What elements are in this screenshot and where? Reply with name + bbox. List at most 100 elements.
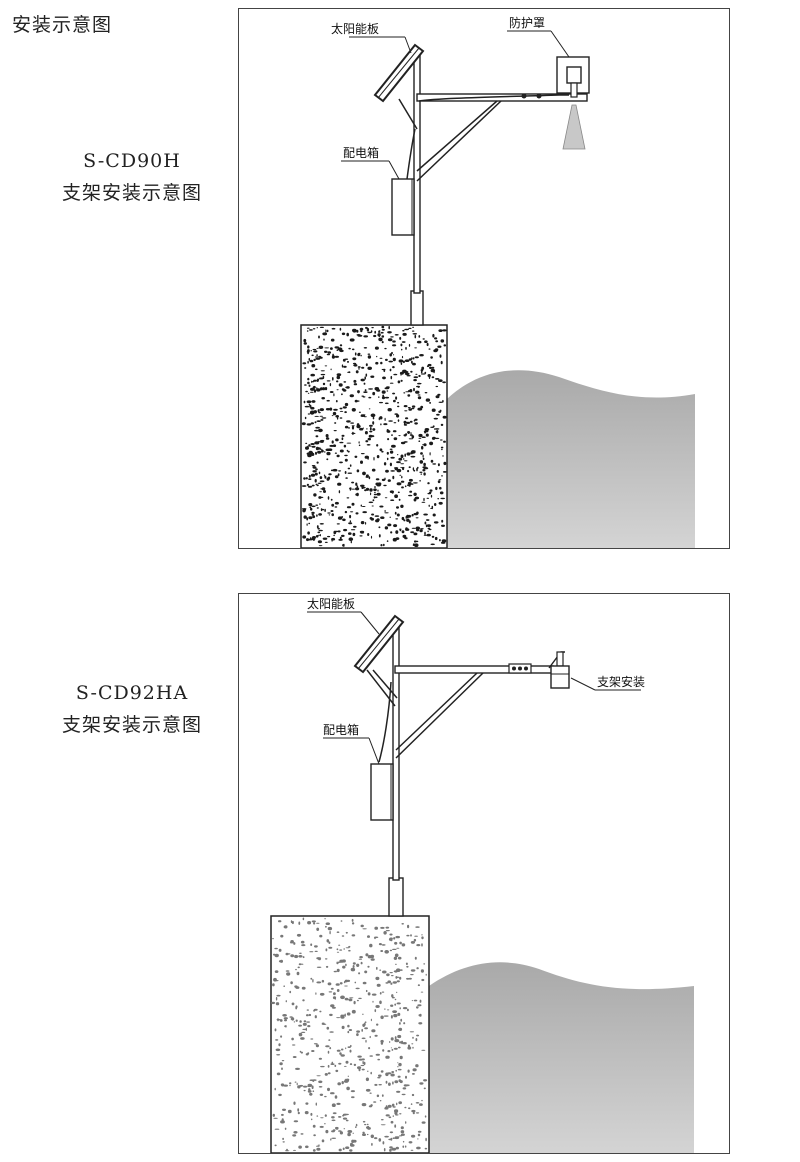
concrete-speck [424,1147,428,1150]
concrete-speck [368,434,373,438]
concrete-speck [421,501,426,503]
concrete-speck [307,1085,312,1088]
concrete-speck [305,442,308,444]
diagram2-panel: 太阳能板 配电箱 支架安装 [238,593,730,1154]
concrete-speck [336,951,340,953]
concrete-speck [412,1036,414,1039]
concrete-speck [313,539,315,541]
concrete-speck [350,1144,355,1147]
concrete-speck [349,1049,352,1053]
concrete-speck [390,456,395,459]
concrete-speck [411,483,414,485]
concrete-speck [418,1022,423,1025]
concrete-speck [389,937,393,940]
concrete-speck [353,1000,356,1005]
concrete-speck [357,366,361,368]
distribution-box [391,178,415,236]
concrete-speck [401,943,406,947]
concrete-speck [344,510,348,514]
concrete-speck [424,531,426,536]
concrete-speck [387,408,392,412]
concrete-speck [372,1000,374,1003]
radar-beam [562,104,586,150]
concrete-speck [387,1104,392,1108]
concrete-speck [331,1116,335,1119]
concrete-speck [367,366,372,370]
concrete-speck [422,454,424,458]
concrete-speck [353,525,357,528]
concrete-speck [274,1128,280,1130]
concrete-speck [314,356,319,358]
concrete-speck [307,1025,311,1028]
concrete-speck [306,327,310,329]
concrete-speck [396,991,398,994]
concrete-speck [388,1082,391,1086]
concrete-speck [421,1049,426,1051]
concrete-speck [356,424,361,429]
concrete-speck [312,1124,316,1128]
concrete-speck [303,400,306,404]
concrete-speck [414,334,417,339]
diagram2-description: 支架安装示意图 [61,714,202,736]
concrete-speck [358,411,361,413]
concrete-speck [327,448,333,452]
concrete-speck [394,953,399,958]
concrete-speck [352,362,357,365]
concrete-speck [369,517,373,520]
concrete-speck [433,417,438,420]
concrete-speck [373,1101,377,1103]
concrete-speck [370,330,373,333]
concrete-speck [423,443,427,447]
concrete-speck [334,475,339,479]
concrete-speck [356,329,359,333]
cable-clamp [536,93,542,99]
concrete-speck [321,487,326,491]
concrete-speck [411,513,414,517]
diagram1-model: S-CD90H [83,150,181,172]
concrete-speck [413,999,418,1002]
concrete-speck [384,512,389,514]
concrete-speck [389,462,392,467]
concrete-speck [360,961,363,965]
concrete-speck [334,452,337,454]
concrete-speck [379,357,383,359]
solar-panel-edge [377,47,420,99]
concrete-speck [385,1080,388,1084]
concrete-speck [411,1109,416,1113]
concrete-speck [349,520,352,523]
concrete-speck [372,421,375,425]
concrete-speck [352,328,357,333]
concrete-speck [435,340,439,343]
concrete-speck [327,1072,331,1075]
concrete-speck [316,354,318,356]
concrete-speck [377,489,379,492]
concrete-speck [363,1061,366,1066]
concrete-speck [407,924,410,929]
concrete-speck [411,1093,415,1097]
concrete-speck [367,935,370,938]
concrete-speck [362,1120,366,1123]
concrete-speck [291,1037,294,1041]
concrete-speck [421,436,426,439]
concrete-speck [364,376,366,380]
concrete-speck [408,494,413,497]
concrete-speck [338,538,343,541]
concrete-speck [382,1141,385,1145]
concrete-speck [419,460,424,464]
concrete-speck [305,477,308,480]
concrete-speck [394,970,398,973]
concrete-speck [370,954,375,959]
concrete-speck [384,1135,389,1138]
concrete-speck [295,968,297,971]
concrete-speck [408,327,412,329]
concrete-speck [339,327,342,331]
concrete-speck [411,360,413,364]
concrete-speck [355,487,360,491]
concrete-speck [365,1077,369,1082]
concrete-speck [314,945,318,948]
concrete-speck [411,1134,416,1138]
concrete-speck [339,949,343,951]
concrete-speck [440,423,444,426]
concrete-speck [437,463,440,467]
concrete-speck [320,1065,325,1068]
